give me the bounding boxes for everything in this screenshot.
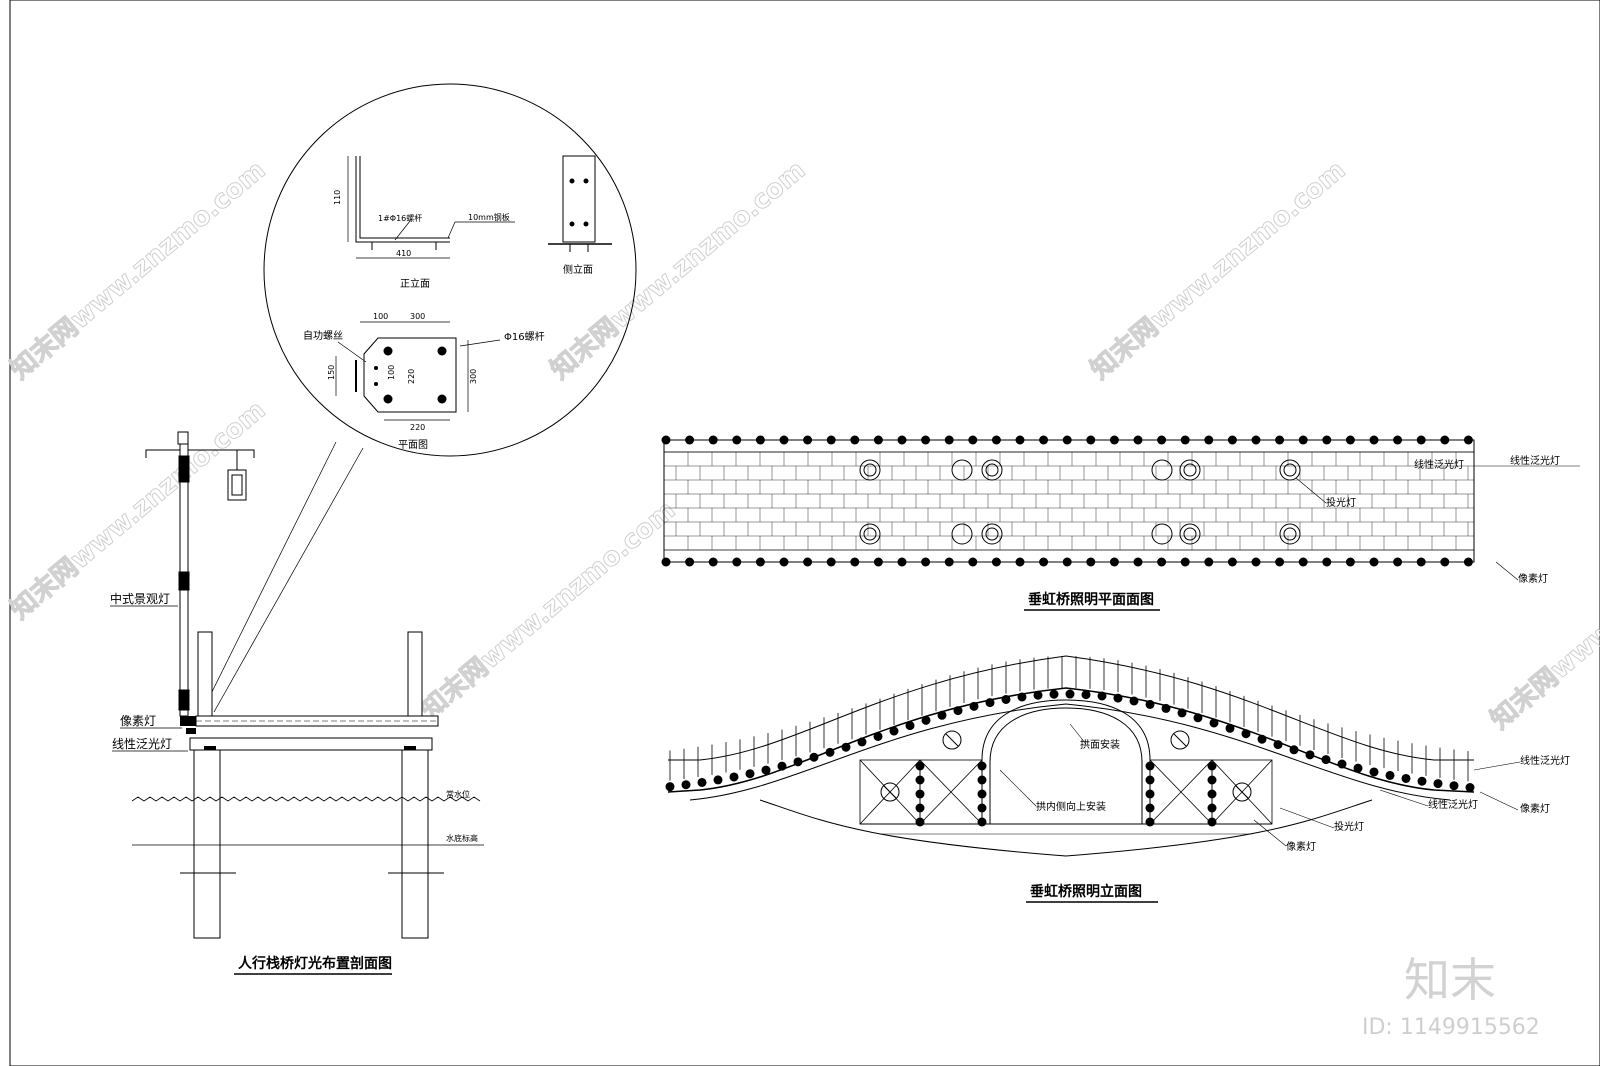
image-id: ID: 1149915562 [1362, 1015, 1540, 1040]
detail-circle [263, 83, 637, 457]
pile-left [193, 749, 221, 939]
elevation-title: 垂虹桥照明立面图 [1030, 883, 1142, 900]
pixel-light-row-bottom [661, 557, 1473, 567]
plan-spot-label: 投光灯 [1326, 496, 1356, 509]
plan-pixel-label: 像素灯 [1518, 572, 1548, 585]
pile-right [401, 749, 429, 939]
dim-100: 100 [373, 312, 388, 321]
section-title: 人行栈桥灯光布置剖面图 [238, 955, 392, 972]
linear-label: 线性泛光灯 [112, 737, 172, 751]
side-view-bolts [569, 178, 589, 227]
rail-post-right [407, 631, 423, 717]
water-line [131, 796, 481, 802]
pixel-light-mark [180, 716, 196, 726]
self-tap-label: 自功螺丝 [303, 329, 343, 342]
linear-light-mark [186, 728, 196, 734]
dim-height: 110 [333, 190, 342, 205]
plan-view-bolts [374, 346, 447, 404]
elev-pixel-label-2: 像素灯 [1286, 840, 1316, 853]
plan-title: 垂虹桥照明平面面图 [1028, 591, 1154, 608]
side-view [548, 155, 612, 252]
paving-grid [663, 451, 1474, 550]
arch [981, 699, 1151, 824]
bridge-plan: 线性泛光灯 线性泛光灯 投光灯 像素灯 垂虹桥照明平面面图 [661, 435, 1580, 611]
dim-150: 150 [327, 365, 336, 380]
plan-linear-inner-label: 线性泛光灯 [1414, 458, 1464, 471]
elev-linear-label-1: 线性泛光灯 [1520, 754, 1570, 767]
elev-pixel-label-1: 像素灯 [1520, 802, 1550, 815]
elev-spot-label: 投光灯 [1334, 820, 1364, 833]
plate-label: 10mm钢板 [468, 212, 510, 222]
base-curve [759, 799, 1373, 857]
watermark-text: 知末网www.znzmo.com [5, 395, 271, 625]
arch-inner-label: 拱内侧向上安装 [1036, 800, 1106, 813]
rail-post-left [197, 631, 213, 717]
water-level-label: 常水位 [446, 789, 470, 799]
railing-top [668, 655, 1474, 761]
arch-top-label: 拱面安装 [1080, 738, 1120, 751]
watermark-text: 知末网www.znzmo.com [5, 155, 271, 385]
dim-width: 410 [396, 249, 411, 258]
bolt-label: 1#Φ16螺杆 [378, 213, 422, 223]
deck-curve-lower [689, 703, 1451, 801]
plan-view-label: 平面图 [398, 439, 428, 451]
pixel-label: 像素灯 [120, 714, 156, 728]
detail-leader [213, 447, 364, 713]
detail-leader [201, 441, 337, 713]
elev-linear-label-2: 线性泛光灯 [1428, 798, 1478, 811]
lamp-post [145, 431, 255, 717]
spot-lights [859, 459, 1301, 545]
pixel-light-arc [665, 689, 1475, 793]
dim-220-h: 220 [410, 423, 425, 432]
dim-100b: 100 [387, 365, 396, 380]
watermark-text: 知末网www.znzmo.com [1085, 155, 1351, 385]
dim-220-v: 220 [407, 369, 416, 384]
front-view-label: 正立面 [400, 277, 430, 290]
plan-view [335, 321, 501, 421]
dim-300-v: 300 [469, 369, 478, 384]
pier-pixel-lights [915, 761, 1217, 827]
watermark-text: 知末网www.znzmo.com [1485, 505, 1600, 735]
bolt-label-plan: Φ16螺杆 [504, 331, 545, 343]
elevation-spot-lights [880, 730, 1252, 802]
lamp-label: 中式景观灯 [110, 591, 170, 606]
plan-linear-outer-label: 线性泛光灯 [1510, 454, 1560, 467]
brand-logo-text: 知末 [1404, 953, 1496, 1007]
railing-balusters [669, 656, 1469, 782]
bridge-elevation: 拱面安装 拱内侧向上安装 线性泛光灯 像素灯 线性泛光灯 投光灯 像素灯 垂虹桥… [665, 655, 1570, 903]
watermark-text: 知末网www.znzmo.com [415, 495, 681, 725]
side-view-label: 侧立面 [563, 263, 593, 276]
bed-level-label: 水底标高 [446, 833, 478, 843]
bracket-detail: 110 410 1#Φ16螺杆 10mm钢板 正立面 侧立面 [201, 83, 637, 713]
dim-300-top: 300 [410, 312, 425, 321]
deck-beam [189, 737, 433, 751]
sheet-frame [9, 0, 1600, 1066]
front-view [347, 156, 515, 259]
watermarks: 知末网www.znzmo.com 知末网www.znzmo.com 知末网www… [5, 155, 1600, 736]
pixel-light-row-top [661, 435, 1473, 445]
arch-inner [989, 707, 1143, 824]
boardwalk-section: 中式景观灯 像素灯 线性泛光灯 常水位 水底标高 人行栈桥灯光布置剖面图 [110, 431, 484, 975]
